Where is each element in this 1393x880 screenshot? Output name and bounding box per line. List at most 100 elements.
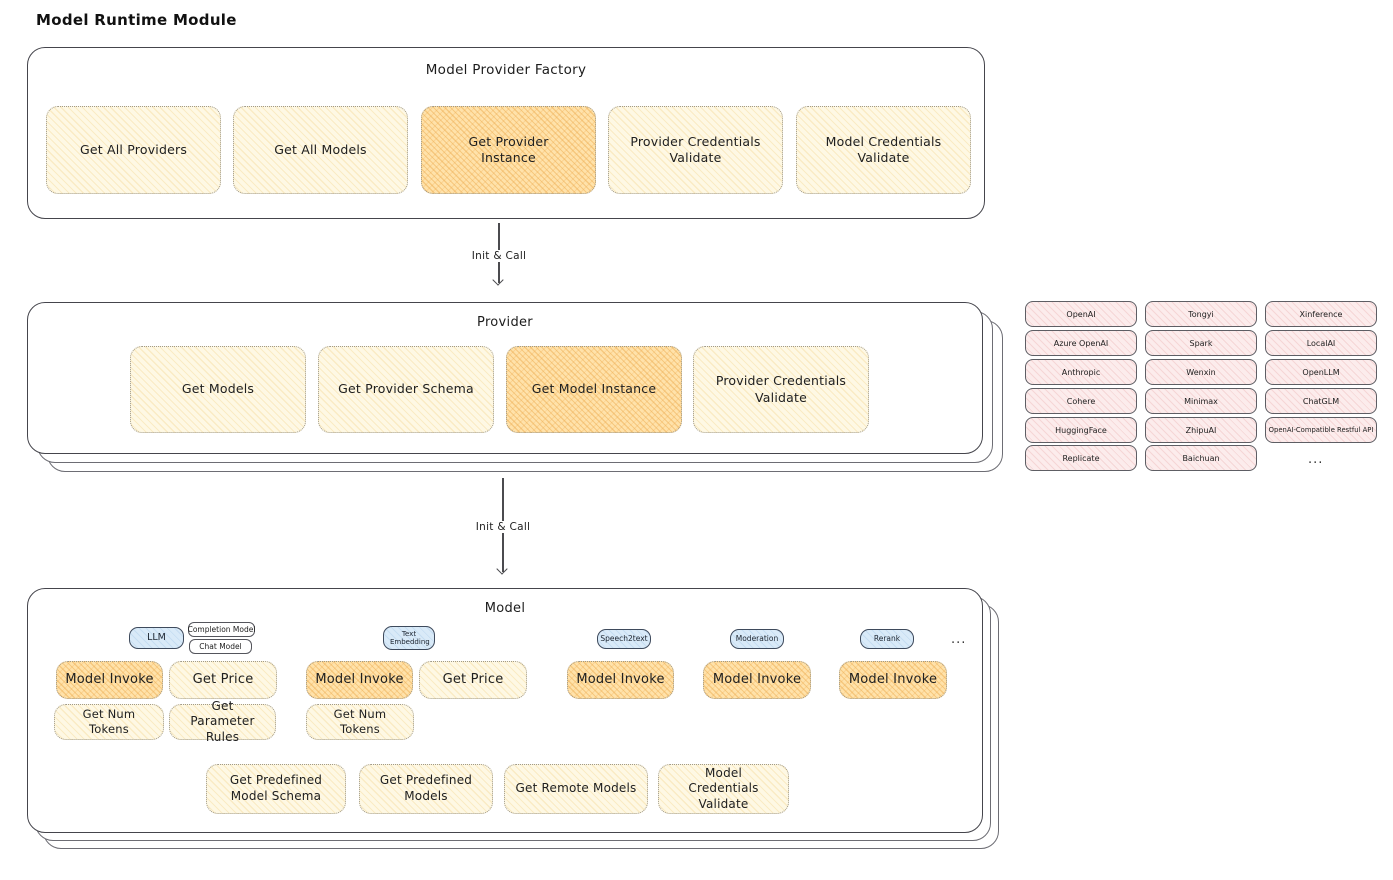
node-model-credentials-validate-2: Model Credentials Validate bbox=[658, 764, 789, 814]
node-label: Get Num Tokens bbox=[82, 707, 136, 736]
provider-chip-spark: Spark bbox=[1145, 330, 1257, 356]
chip-label: OpenLLM bbox=[1302, 367, 1340, 377]
provider-chip-tongyi: Tongyi bbox=[1145, 301, 1257, 327]
node-llm-get-price: Get Price bbox=[169, 661, 277, 699]
node-label: Model Credentials Validate bbox=[688, 765, 759, 811]
chip-label: Minimax bbox=[1184, 396, 1218, 406]
provider-chip-xinference: Xinference bbox=[1265, 301, 1377, 327]
node-label: Get Num Tokens bbox=[333, 707, 387, 736]
node-get-predefined-models: Get Predefined Models bbox=[359, 764, 493, 814]
provider-chip-huggingface: HuggingFace bbox=[1025, 417, 1137, 443]
model-panel-title: Model bbox=[484, 601, 526, 616]
arrow-label-init-call-1: Init & Call bbox=[444, 250, 554, 262]
node-llm-get-num-tokens: Get Num Tokens bbox=[54, 704, 164, 740]
diagram-title: Model Runtime Module bbox=[36, 11, 237, 29]
node-llm-model-invoke: Model Invoke bbox=[56, 661, 163, 699]
node-label: Model Invoke bbox=[712, 671, 802, 687]
node-label: Get Models bbox=[181, 381, 255, 397]
node-label: Provider Credentials Validate bbox=[715, 373, 847, 405]
node-rerank-model-invoke: Model Invoke bbox=[839, 661, 947, 699]
node-label: Provider Credentials Validate bbox=[630, 133, 761, 165]
node-label: Get Predefined Model Schema bbox=[229, 773, 323, 803]
node-model-credentials-validate: Model Credentials Validate bbox=[796, 106, 971, 194]
node-get-provider-instance: Get Provider Instance bbox=[421, 106, 596, 194]
node-get-provider-schema: Get Provider Schema bbox=[318, 346, 494, 433]
chip-label: Baichuan bbox=[1182, 453, 1220, 463]
provider-panel: Provider Get Models Get Provider Schema … bbox=[27, 302, 983, 454]
node-label: Model Invoke bbox=[65, 671, 154, 687]
node-label: Get Predefined Models bbox=[379, 773, 473, 803]
tag-speech2text: Speech2text bbox=[597, 629, 651, 649]
node-label: Get Price bbox=[192, 671, 254, 687]
tag-chat-model: Chat Model bbox=[189, 639, 252, 654]
tag-rerank: Rerank bbox=[860, 629, 914, 649]
factory-panel: Model Provider Factory Get All Providers… bbox=[27, 47, 985, 219]
provider-chip-localai: LocalAI bbox=[1265, 330, 1377, 356]
provider-chip-azure-openai: Azure OpenAI bbox=[1025, 330, 1137, 356]
node-embedding-get-price: Get Price bbox=[419, 661, 527, 699]
node-label: Get Provider Schema bbox=[338, 381, 474, 397]
arrow-label-init-call-2: Init & Call bbox=[448, 521, 558, 533]
node-get-all-providers: Get All Providers bbox=[46, 106, 221, 194]
chip-label: Tongyi bbox=[1188, 309, 1214, 319]
providers-ellipsis: ... bbox=[1308, 452, 1324, 467]
provider-chip-openllm: OpenLLM bbox=[1265, 359, 1377, 385]
node-label: Model Invoke bbox=[315, 671, 404, 687]
node-provider-credentials-validate-2: Provider Credentials Validate bbox=[693, 346, 869, 433]
node-label: Get Remote Models bbox=[515, 781, 637, 796]
tag-llm: LLM bbox=[129, 627, 184, 649]
model-types-ellipsis: ... bbox=[951, 632, 967, 647]
model-panel: Model LLM Completion Model Chat Model Te… bbox=[27, 588, 983, 833]
node-label: Get Model Instance bbox=[531, 381, 657, 397]
node-label: Get Parameter Rules bbox=[190, 698, 255, 744]
factory-panel-title: Model Provider Factory bbox=[425, 62, 587, 78]
node-get-models: Get Models bbox=[130, 346, 306, 433]
provider-chip-openai: OpenAI bbox=[1025, 301, 1137, 327]
provider-chip-zhipuai: ZhipuAI bbox=[1145, 417, 1257, 443]
node-embedding-model-invoke: Model Invoke bbox=[306, 661, 413, 699]
provider-chip-replicate: Replicate bbox=[1025, 445, 1137, 471]
node-llm-get-parameter-rules: Get Parameter Rules bbox=[169, 699, 276, 744]
provider-chip-wenxin: Wenxin bbox=[1145, 359, 1257, 385]
provider-panel-title: Provider bbox=[477, 315, 533, 330]
node-get-predefined-model-schema: Get Predefined Model Schema bbox=[206, 764, 346, 814]
node-embedding-get-num-tokens: Get Num Tokens bbox=[306, 704, 414, 740]
provider-chip-anthropic: Anthropic bbox=[1025, 359, 1137, 385]
chip-label: Azure OpenAI bbox=[1053, 338, 1109, 348]
provider-chip-cohere: Cohere bbox=[1025, 388, 1137, 414]
node-get-model-instance: Get Model Instance bbox=[506, 346, 682, 433]
chip-label: Cohere bbox=[1066, 396, 1096, 406]
provider-chip-chatglm: ChatGLM bbox=[1265, 388, 1377, 414]
node-speech2text-model-invoke: Model Invoke bbox=[567, 661, 674, 699]
node-label: Get Price bbox=[442, 671, 504, 687]
chip-label: OpenAI bbox=[1066, 309, 1096, 319]
node-label: Get All Models bbox=[274, 141, 367, 157]
arrow-head-icon bbox=[496, 563, 508, 575]
arrow-head-icon bbox=[492, 274, 504, 286]
node-label: Model Invoke bbox=[576, 671, 665, 687]
chip-label: Wenxin bbox=[1186, 367, 1216, 377]
chip-label: Replicate bbox=[1062, 453, 1100, 463]
chip-label: ChatGLM bbox=[1302, 396, 1340, 406]
tag-text-embedding: Text Embedding bbox=[383, 626, 435, 650]
node-provider-credentials-validate: Provider Credentials Validate bbox=[608, 106, 783, 194]
chip-label: OpenAI-Compatible Restful API bbox=[1268, 426, 1374, 434]
node-get-all-models: Get All Models bbox=[233, 106, 408, 194]
provider-chip-baichuan: Baichuan bbox=[1145, 445, 1257, 471]
chip-label: LocalAI bbox=[1306, 338, 1336, 348]
chip-label: ZhipuAI bbox=[1185, 425, 1217, 435]
node-label: Get Provider Instance bbox=[468, 133, 549, 165]
node-get-remote-models: Get Remote Models bbox=[504, 764, 648, 814]
node-moderation-model-invoke: Model Invoke bbox=[703, 661, 811, 699]
provider-chip-minimax: Minimax bbox=[1145, 388, 1257, 414]
tag-moderation: Moderation bbox=[730, 629, 784, 649]
chip-label: Anthropic bbox=[1061, 367, 1101, 377]
tag-completion-model: Completion Model bbox=[188, 622, 255, 637]
provider-chip-openai-compatible: OpenAI-Compatible Restful API bbox=[1265, 417, 1377, 443]
chip-label: Spark bbox=[1189, 338, 1213, 348]
tag-label: Text Embedding bbox=[390, 629, 430, 646]
chip-label: HuggingFace bbox=[1055, 425, 1107, 435]
node-label: Get All Providers bbox=[79, 141, 188, 157]
node-label: Model Invoke bbox=[848, 671, 938, 687]
